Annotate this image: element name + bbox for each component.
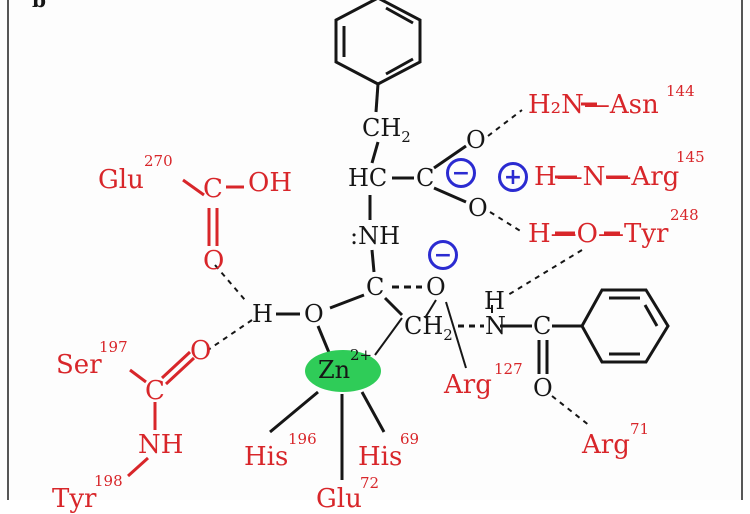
ch2-top-subscript: 2 (401, 128, 411, 146)
phenyl-ring-top (334, 0, 422, 86)
arg127-name: Arg (444, 370, 492, 400)
his196-number: 196 (288, 430, 317, 448)
bond-o-ch2 (424, 299, 437, 319)
tyr198-number: 198 (94, 472, 123, 490)
bond-ch2-hc (370, 141, 380, 164)
glu270-bonds (182, 178, 244, 246)
ser197-nh: NH (138, 430, 184, 460)
glu72-name: Glu (316, 484, 362, 514)
tetrahedral-c-label: C (366, 273, 385, 301)
bond-o-arg127 (445, 301, 467, 369)
ch2-top-text: CH (362, 114, 402, 142)
amide-o-label: O (533, 374, 553, 402)
water-o-label: O (304, 300, 324, 328)
bond-o-zn (316, 325, 332, 356)
his69-number: 69 (400, 430, 420, 448)
asn144-group: H₂N—Asn (528, 90, 659, 120)
ch2-mid-text: CH (404, 312, 444, 340)
residue-bonds-right (555, 102, 628, 235)
zinc-charge: 2+ (350, 346, 373, 364)
tyr248-group: H—O—Tyr (528, 219, 669, 249)
arg71-name: Arg (582, 430, 630, 460)
bond-c-ch2 (383, 296, 404, 317)
glu270-o: O (203, 246, 225, 276)
bond-c-o-lower (433, 186, 467, 204)
zinc-label: Zn (318, 356, 351, 384)
asn144-number: 144 (666, 82, 695, 100)
ser197-o: O (190, 336, 212, 366)
carboxylate-o-upper: O (466, 126, 486, 154)
ser197-c: C (145, 376, 165, 406)
ch2-mid-label: CH2 (404, 314, 453, 343)
amide-h-label: H (484, 287, 505, 315)
arg145-number: 145 (676, 148, 705, 166)
his69-name: His (358, 442, 403, 472)
his196-name: His (244, 442, 289, 472)
minus-charge-oxyanion-icon: − (428, 240, 458, 270)
zinc-ion-ellipse (305, 350, 381, 392)
minus-charge-carboxylate-icon: − (446, 158, 476, 188)
hydrogen-bonds (207, 109, 591, 427)
amine-nh-label: :NH (350, 222, 401, 250)
glu270-c: C (203, 174, 223, 204)
arg127-number: 127 (494, 360, 523, 378)
oxyanion-o-label: O (426, 273, 446, 301)
panel-frame (7, 0, 743, 500)
glu270-oh: OH (248, 168, 292, 198)
panel-letter: b (32, 0, 46, 12)
plus-charge-arg145-icon: + (498, 162, 528, 192)
bonds-zn-ligands (269, 390, 386, 480)
water-h-label: H (252, 300, 273, 328)
arg145-group: H—N—Arg (534, 162, 680, 192)
phenyl-ring-right (580, 288, 670, 364)
bond-c-o-double (537, 340, 549, 374)
amide-c-label: C (533, 312, 552, 340)
glu270-name: Glu (98, 165, 144, 195)
ser197-number: 197 (99, 338, 128, 356)
glu270-number: 270 (144, 152, 173, 170)
amide-n-label: N (485, 312, 506, 340)
hc-label: HC (348, 164, 388, 192)
tyr248-number: 248 (670, 206, 699, 224)
ch2-mid-subscript: 2 (443, 326, 453, 344)
enzyme-active-site-diagram: b CH2 HC C O O :NH C O CH2 H N C O H O Z… (7, 0, 743, 512)
bond-zn-ch2 (374, 317, 403, 356)
arg71-number: 71 (630, 420, 650, 438)
bond-c-owater (329, 293, 365, 310)
bond-nh-c (370, 249, 376, 273)
tyr198-name: Tyr (52, 484, 97, 514)
glu72-number: 72 (360, 474, 380, 492)
bond-layer (7, 0, 743, 500)
ch2-top-label: CH2 (362, 116, 411, 145)
carboxylate-c-label: C (416, 164, 435, 192)
bond-ring-ch2 (374, 83, 380, 113)
ser197-name: Ser (56, 350, 102, 380)
ser197-bonds (126, 350, 196, 478)
carboxylate-o-lower: O (468, 194, 488, 222)
bond-c-o-upper (433, 144, 467, 170)
